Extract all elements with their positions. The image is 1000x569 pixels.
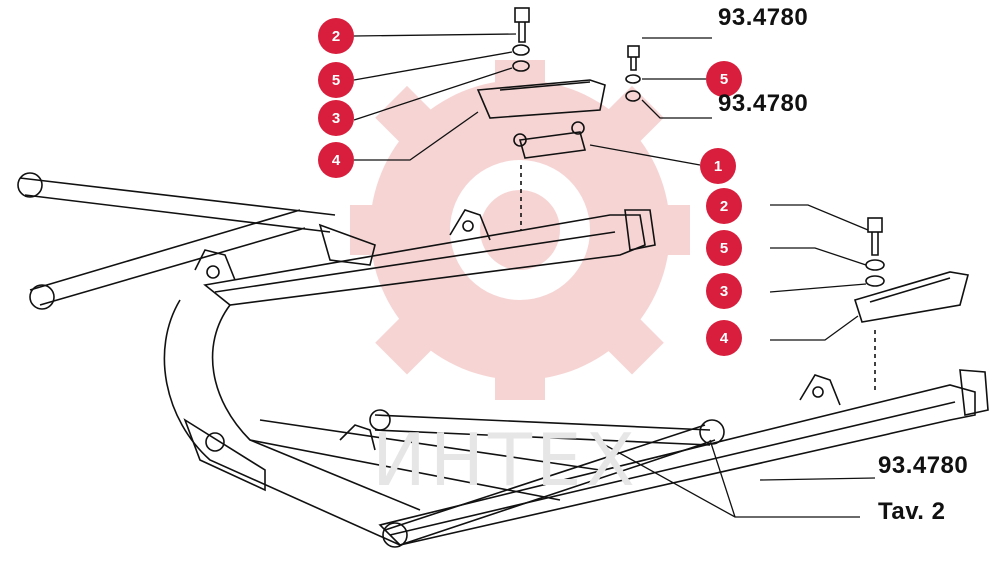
callout-badge: 5 [706,230,742,266]
lift-frame [17,172,989,548]
watermark-text: ИНТЕХ [372,418,639,502]
callout-badge: 3 [318,100,354,136]
watermark-gear-icon [350,60,690,400]
table-ref-label: Tav. 2 [878,498,946,525]
callout-badge: 4 [706,320,742,356]
callout-badge: 3 [706,273,742,309]
leader-lines [353,33,876,518]
step-assembly-top [476,7,606,230]
callout-badge: 2 [706,188,742,224]
callout-badge: 4 [318,142,354,178]
callout-badge: 5 [706,61,742,97]
callout-badge: 1 [700,148,736,184]
code-label-top: 93.4780 [718,4,809,31]
code-label-middle: 93.4780 [718,90,809,117]
bolt-stack-right [625,45,641,102]
code-label-bottom: 93.4780 [878,452,969,479]
callout-badge: 5 [318,62,354,98]
callout-badge: 2 [318,18,354,54]
step-assembly-right [853,217,969,390]
